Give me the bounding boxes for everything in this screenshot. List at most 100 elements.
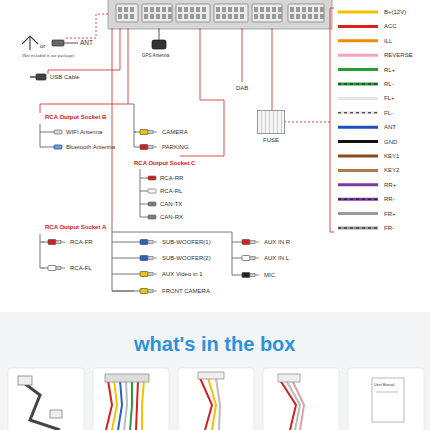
pin-slot [302,7,306,12]
colour-wire [338,212,378,215]
rca-tip [250,274,255,277]
colour-wire [338,155,378,158]
part-label: AUX IN L [264,255,289,262]
pin-slot [162,7,166,12]
unit-connector [142,4,172,22]
colour-wire [338,39,378,42]
tree-line [128,104,134,147]
pin-slot [190,7,194,12]
tree-line [140,217,148,218]
pin-slot [144,14,148,19]
rca-pin [255,275,259,276]
pin-slot [222,7,226,12]
rca-plug [140,256,148,261]
rca-pin [153,258,157,259]
pin-slot [266,7,270,12]
power-cable [292,380,304,430]
rca-cable [130,380,132,430]
rca-tip [148,273,153,276]
unit-connector [214,4,248,22]
wire-label: ANT [384,124,396,131]
wire-label: FL- [384,110,393,117]
pin-slot [168,14,172,19]
wire-stripe [338,84,378,85]
part-label: CAN-RX [160,214,183,221]
user-manual [372,378,404,422]
fuse-box: FUSE [256,110,286,143]
leader-line [40,28,128,113]
pin-slot [228,14,232,19]
product-card [348,368,424,430]
usb-cable [30,76,36,78]
colour-wire [338,227,378,230]
pin-slot [272,7,276,12]
pin-slot [184,14,188,19]
power-cable [286,380,300,430]
wire-label: B+(12V) [384,9,406,16]
pin-slot [222,14,226,19]
rca-connector [105,374,149,382]
head-unit [108,0,332,29]
rca-plug [140,289,148,294]
part-label: GPS Antenna [142,54,169,59]
tree-line [112,242,134,243]
rca-pin [153,274,157,275]
pin-slot [260,7,264,12]
rca-pin [153,242,157,243]
pin-slot [228,7,232,12]
tree-line [140,169,141,217]
rca-cable [136,380,138,430]
unit-connector [116,4,138,22]
colour-wire [338,126,378,129]
part-label: MIC [264,272,275,279]
leader-line [112,28,113,222]
colour-wire [338,25,378,28]
unit-connector [288,4,324,22]
pin-slot [234,7,238,12]
rca-plug [48,240,56,245]
rca-plug [242,240,250,245]
cable [134,242,140,243]
part-label: (Not included in our package) [22,54,74,58]
pin-slot [290,14,294,19]
part-label: Bluetooth Antenna [66,144,115,151]
section-title: what's in the box [134,333,295,356]
wire-end [148,215,156,219]
pin-slot [130,14,134,19]
bracket [330,8,334,232]
pin-slot [254,7,258,12]
rca-tip [250,241,255,244]
product-card [8,368,84,430]
pin-slot [178,14,182,19]
part-label: PARKING [162,144,189,151]
tree-line [112,274,134,275]
pin-slot [314,14,318,19]
pin-slot [150,7,154,12]
pin-slot [202,7,206,12]
wire-label: KEY1 [384,153,399,160]
cable [134,147,140,148]
wire-stripe [338,228,378,229]
part-label: or [40,43,45,50]
pin-slot [124,7,128,12]
rca-cable [118,380,122,430]
part-label: FRONT CAMERA [162,288,210,295]
wire-label: RR+ [384,182,396,189]
rca-plug [242,256,250,261]
socket-title: RCA Output Socket B [45,114,106,121]
pin-slot [308,7,312,12]
tree-line [232,258,236,259]
unit-connector [252,4,282,22]
harness-connector [18,376,32,385]
pin-slot [216,7,220,12]
colour-wire [338,140,378,143]
cable [42,242,48,243]
pin-slot [150,14,154,19]
pin-slot [178,7,182,12]
colour-wire [338,68,378,71]
pin-slot [254,14,258,19]
tree-line [140,204,148,205]
leader-line [272,28,273,110]
cable [134,132,140,133]
tree-line [112,291,134,292]
